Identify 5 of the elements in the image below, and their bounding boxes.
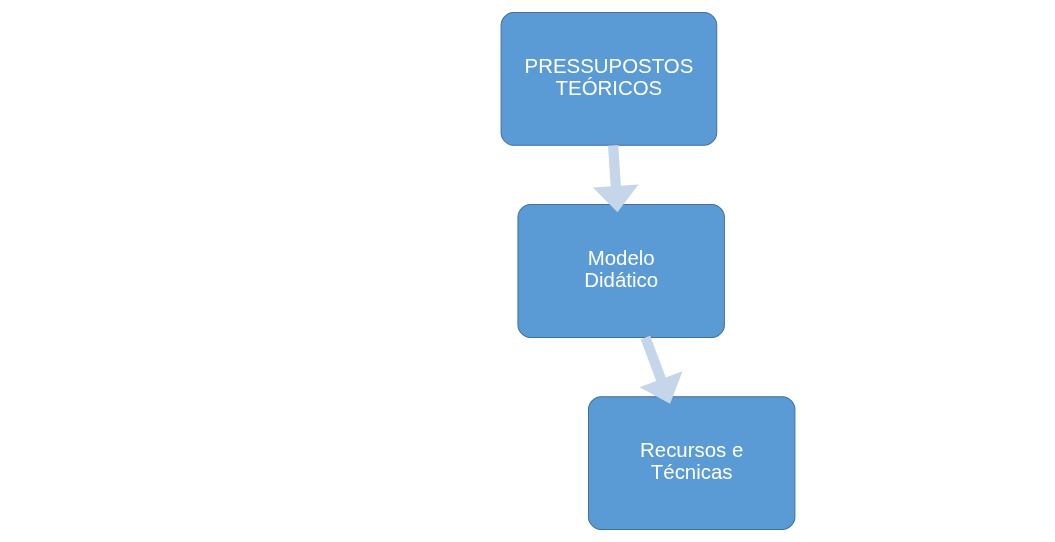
- arrow: [639, 335, 682, 404]
- node-box: Recursos e Técnicas: [587, 396, 795, 531]
- node-box: PRESSUPOSTOS TEÓRICOS: [500, 11, 717, 146]
- arrow: [592, 145, 639, 213]
- node-box: Modelo Didático: [516, 204, 725, 338]
